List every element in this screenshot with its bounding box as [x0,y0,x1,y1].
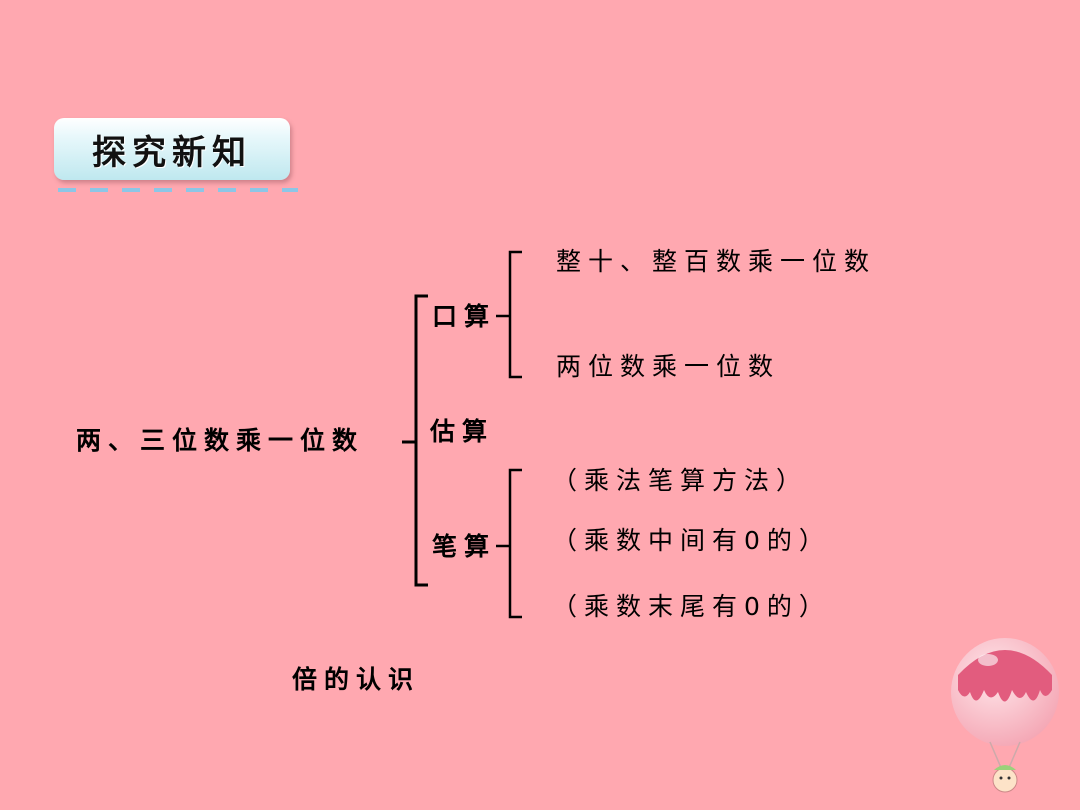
oral-item: 整十、整百数乘一位数 [556,247,877,276]
written-bracket [508,468,522,619]
main-bracket [414,294,428,587]
branch-estimate: 估算 [430,417,495,446]
balloon-decoration-icon [951,638,1059,793]
written-item: （乘数末尾有0的） [552,592,831,621]
dashed-divider [58,188,298,192]
root-topic: 两、三位数乘一位数 [76,426,365,455]
written-item: （乘法笔算方法） [552,466,809,495]
footer-topic: 倍的认识 [292,665,421,694]
written-item: （乘数中间有0的） [552,526,831,555]
branch-oral: 口算 [432,302,497,331]
oral-item: 两位数乘一位数 [556,352,781,381]
branch-written: 笔算 [432,532,497,561]
oral-bracket [508,250,522,379]
section-tag: 探究新知 [54,118,290,180]
